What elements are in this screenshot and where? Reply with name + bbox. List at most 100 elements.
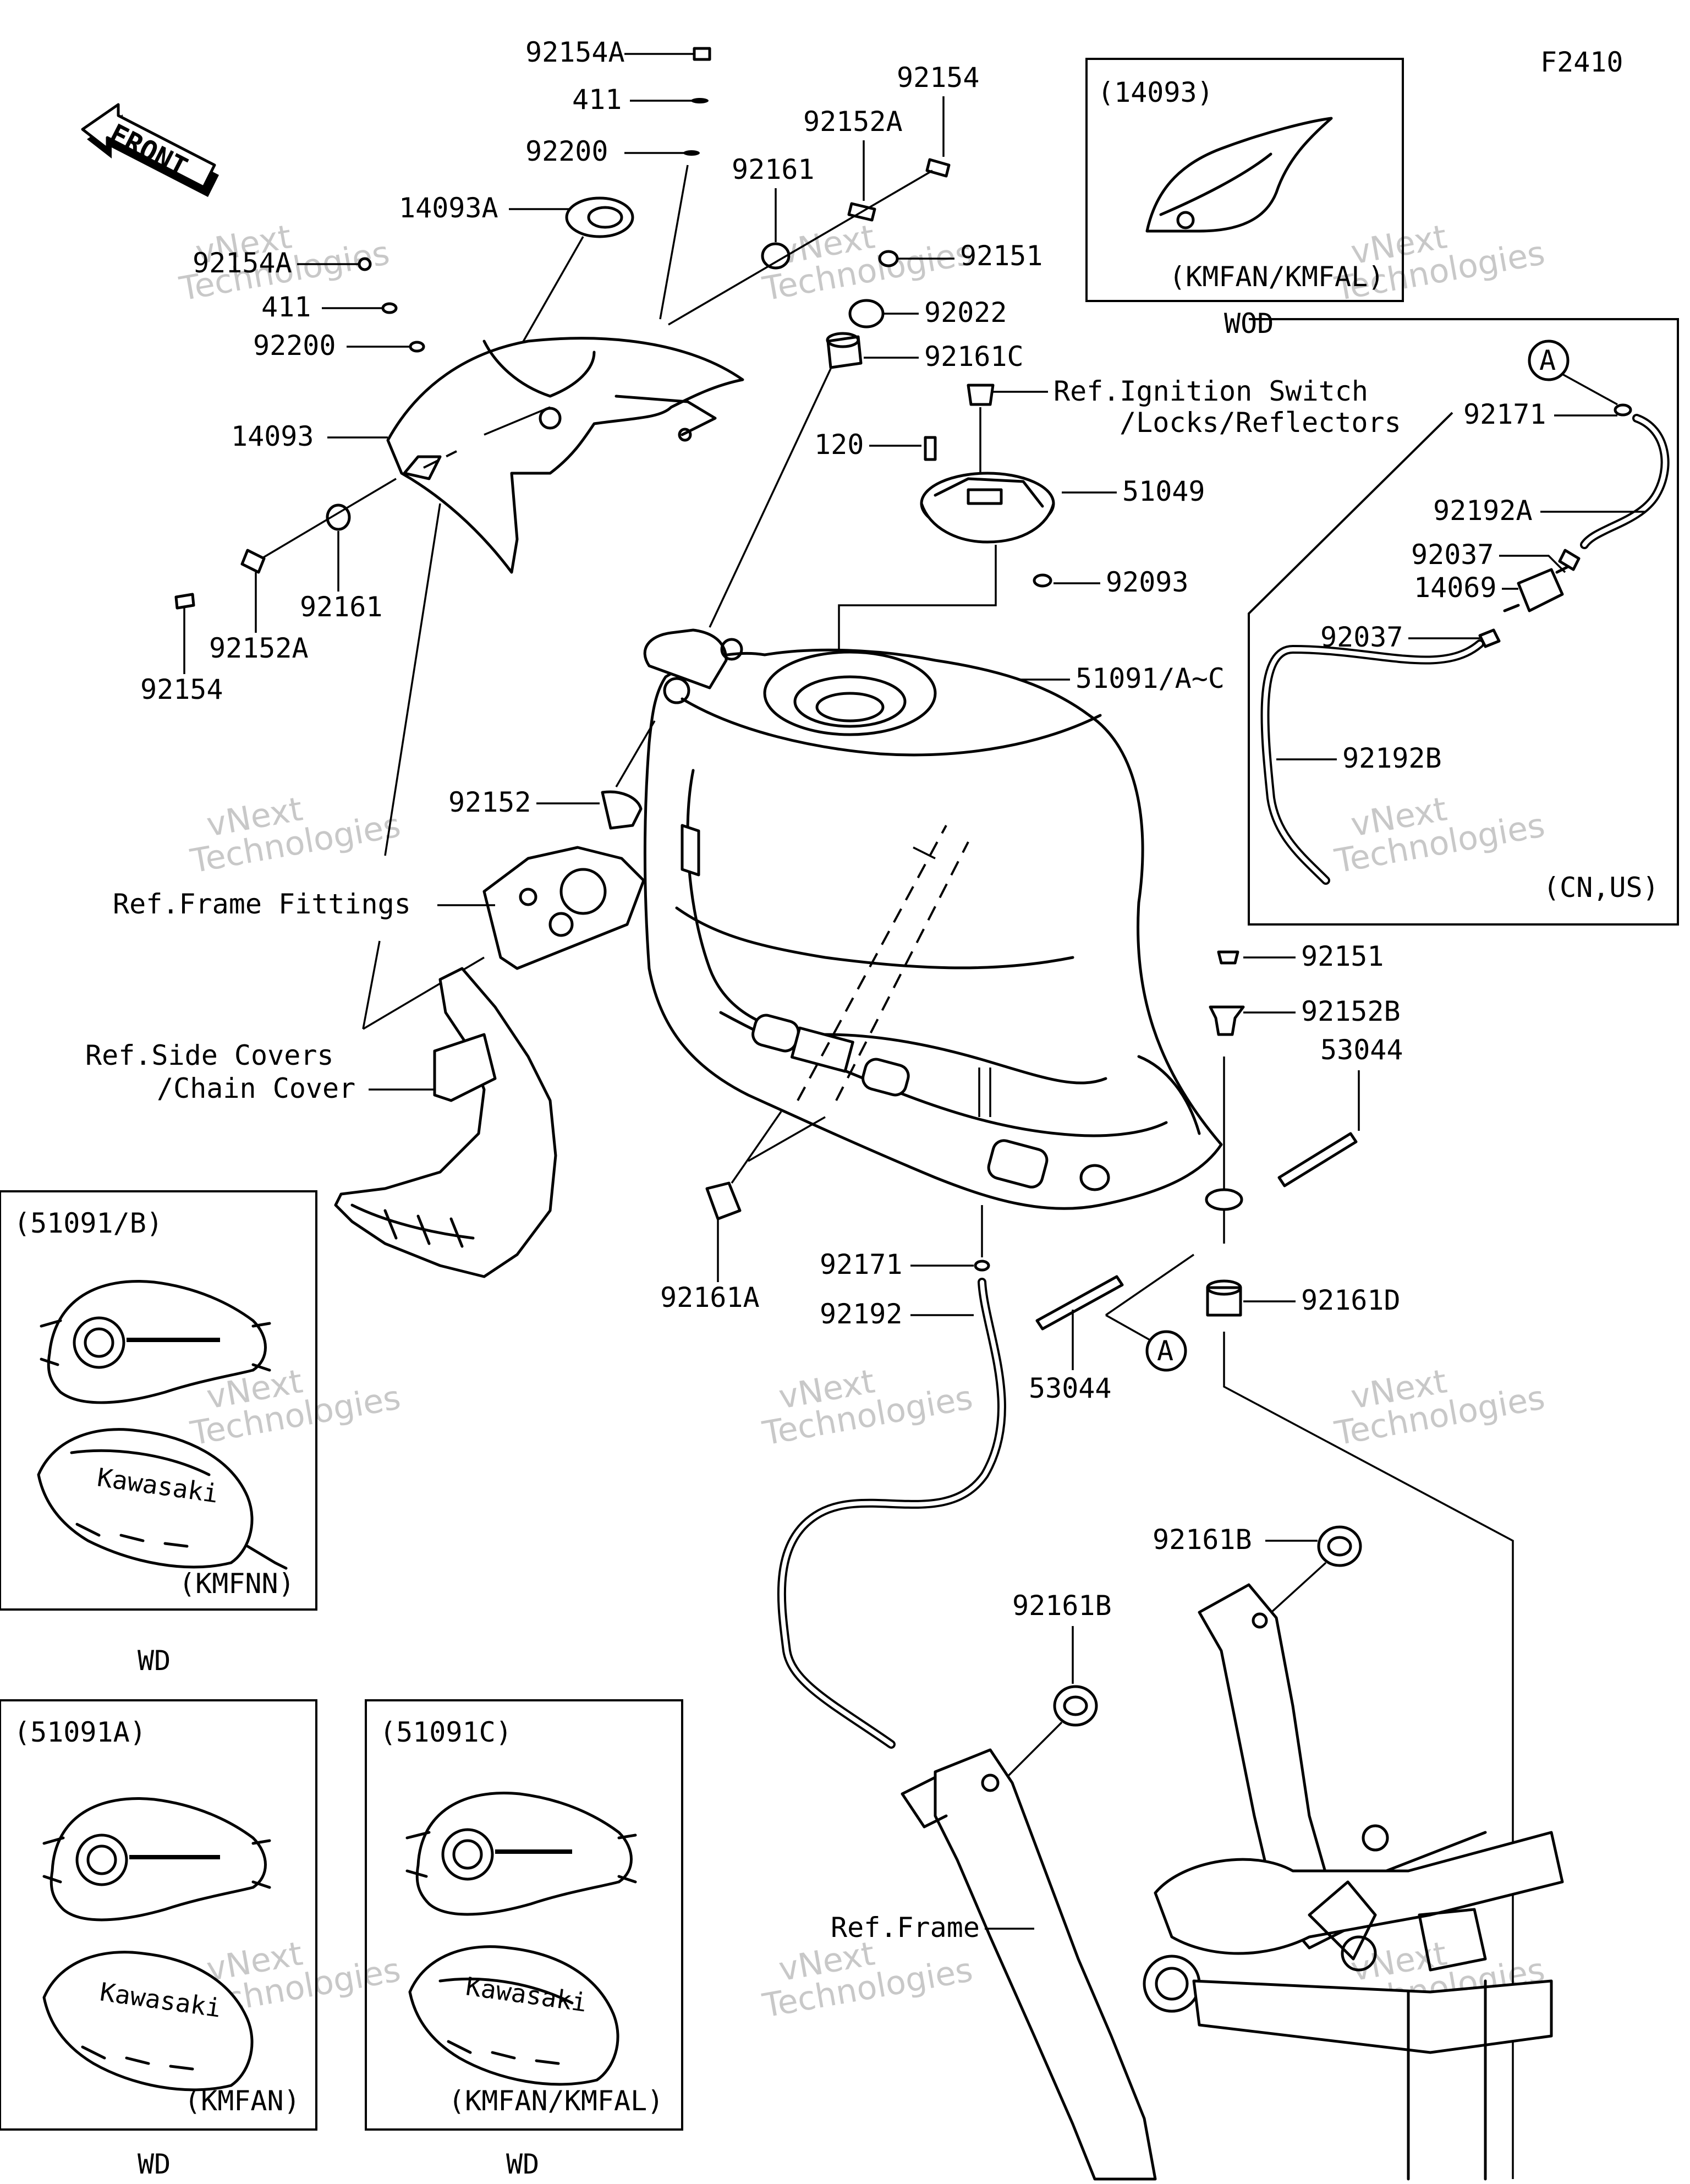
inset-wod-title: (14093) — [1098, 76, 1214, 108]
cover-14093 — [386, 337, 744, 574]
pin-53044-right-icon — [1277, 1132, 1358, 1187]
top-callouts: 92154A 411 92200 92154 92152A 92161 1409… — [193, 36, 1401, 628]
ref-side-covers-line1: Ref.Side Covers — [85, 1039, 334, 1071]
callout-92154A-left: 92154A — [193, 247, 292, 279]
callout-92152A-left: 92152A — [209, 632, 309, 664]
inset-51091a-variant: (KMFAN) — [184, 2085, 300, 2117]
washer-411-icon — [691, 98, 709, 103]
callout-92154-top: 92154 — [897, 62, 980, 94]
inset-wod-below: WOD — [1224, 308, 1274, 340]
circle-ref-a-bottom — [1145, 1330, 1187, 1372]
inset-51091c-variant: (KMFAN/KMFAL) — [448, 2085, 663, 2117]
grommet-92161B-left-icon — [1053, 1685, 1098, 1727]
callout-92161-top: 92161 — [732, 154, 815, 185]
callout-92161A: 92161A — [660, 1282, 760, 1313]
watermark-6: vNext Technologies — [1331, 790, 1548, 881]
washer-92200-icon — [683, 150, 700, 156]
inset-51091c-title: (51091C) — [380, 1716, 512, 1748]
inset-51091c: (51091C) Kawasaki (KMFAN/KMFAL) WD — [365, 1699, 683, 2180]
grommet-92161B-right-icon — [1317, 1525, 1362, 1567]
bolt-92154-icon — [925, 158, 951, 178]
inset-wod-variant: (KMFAN/KMFAL) — [1169, 261, 1384, 293]
callout-92192: 92192 — [820, 1298, 903, 1330]
callout-120: 120 — [814, 429, 864, 461]
callout-53044-right: 53044 — [1320, 1034, 1403, 1066]
watermark-8: vNext Technologies — [759, 1362, 975, 1453]
inset-cnus-92037-1: 92037 — [1411, 539, 1494, 571]
callout-92200-left: 92200 — [253, 330, 336, 362]
watermark-9: vNext Technologies — [1331, 1362, 1548, 1453]
callout-14093A: 14093A — [399, 192, 498, 224]
frame: 92161B 92161B Ref.Frame — [831, 1524, 1564, 2181]
callout-92161D: 92161D — [1301, 1284, 1401, 1316]
callout-92151-right: 92151 — [1301, 940, 1384, 972]
front-label: FRONT — [105, 118, 193, 184]
ref-ignition-line2: /Locks/Reflectors — [1120, 407, 1401, 439]
inset-51091a-below: WD — [138, 2148, 171, 2180]
inset-51091c-below: WD — [506, 2148, 539, 2180]
inset-51091b-title: (51091/B) — [14, 1207, 163, 1239]
ref-side-covers-line2: /Chain Cover — [157, 1072, 355, 1104]
collar-92152-icon — [601, 790, 643, 830]
callout-92152: 92152 — [448, 786, 531, 818]
circle-ref-a-inset — [1528, 340, 1570, 381]
callout-92093: 92093 — [1106, 566, 1189, 598]
bolt-120-icon — [924, 436, 937, 461]
callout-92152B: 92152B — [1301, 995, 1401, 1027]
callout-92154A-top: 92154A — [525, 36, 625, 68]
fuel-tank-51091: 51091/A~C — [643, 628, 1225, 1210]
grommet-92161-left-icon — [326, 503, 351, 531]
inset-51091b-below: WD — [138, 1645, 171, 1677]
figure-code: F2410 — [1540, 46, 1623, 78]
collar-ignition-icon — [967, 384, 995, 406]
inset-51091a-title: (51091A) — [14, 1716, 146, 1748]
callout-92154-left: 92154 — [140, 674, 223, 705]
grommet-92161-icon — [761, 242, 791, 270]
callout-51049: 51049 — [1122, 475, 1205, 507]
callout-92200-top: 92200 — [525, 135, 608, 167]
pin-53044-bottom-icon — [1035, 1275, 1124, 1331]
left-hardware: 92161 92152A 92154 — [140, 478, 397, 705]
callout-14093: 14093 — [231, 420, 314, 452]
inset-cnus-14069: 14069 — [1414, 572, 1497, 604]
inset-cnus-region: (CN,US) — [1543, 872, 1659, 904]
inset-51091a: (51091A) Kawasaki (KMFAN) WD — [0, 1699, 317, 2180]
bolt-92154A-icon — [693, 47, 711, 61]
inset-cnus-92192A: 92192A — [1433, 495, 1533, 527]
callout-92152A-top: 92152A — [803, 106, 903, 138]
watermark-3: vNext Technologies — [1331, 217, 1548, 309]
bolt-92154-left-icon — [174, 593, 195, 610]
grommet-92161C-icon — [826, 335, 863, 369]
watermark-4: vNext Technologies — [187, 790, 403, 881]
callout-92151-top: 92151 — [960, 240, 1043, 272]
screw-92151-icon — [878, 250, 899, 267]
bolt-92151-right-icon — [1217, 950, 1239, 965]
washer-92022-icon — [848, 299, 885, 329]
inset-wod: (14093) (KMFAN/KMFAL) WOD — [1085, 58, 1404, 340]
callout-92022: 92022 — [924, 297, 1007, 329]
inset-cnus-92171: 92171 — [1463, 398, 1546, 430]
side-cover: Ref.Side Covers /Chain Cover — [85, 967, 557, 1278]
ref-frame: Ref.Frame — [831, 1912, 980, 1944]
frame-fittings: 92152 Ref.Frame Fittings — [113, 503, 656, 1030]
inset-cnus-92192B: 92192B — [1342, 742, 1442, 774]
filter-14069-icon — [1517, 568, 1564, 612]
callout-92161B-right: 92161B — [1153, 1524, 1252, 1556]
ref-ignition-line1: Ref.Ignition Switch — [1053, 375, 1368, 407]
callout-92161-left: 92161 — [300, 591, 383, 623]
right-hardware: 92151 92152B 53044 92161D — [1205, 940, 1514, 2179]
callout-51091: 51091/A~C — [1076, 663, 1225, 694]
bottom-center-parts: 92161A 92171 92192 53044 A — [660, 1111, 1194, 1749]
circle-label-inset: A — [1539, 344, 1556, 376]
ref-frame-fittings: Ref.Frame Fittings — [113, 888, 411, 920]
seal-92093-icon — [1033, 573, 1052, 588]
callout-411-left: 411 — [261, 291, 311, 323]
cap-14093A-icon — [565, 196, 634, 238]
callout-92171-bottom: 92171 — [820, 1249, 903, 1280]
inset-51091b: (51091/B) Kawasaki (KMFNN) WD — [0, 1190, 317, 1677]
fuel-cap-51049: 92093 — [838, 472, 1189, 671]
inset-51091b-variant: (KMFNN) — [179, 1568, 295, 1600]
circle-label-bottom: A — [1157, 1335, 1173, 1367]
collar-92152A-left-icon — [240, 549, 266, 574]
